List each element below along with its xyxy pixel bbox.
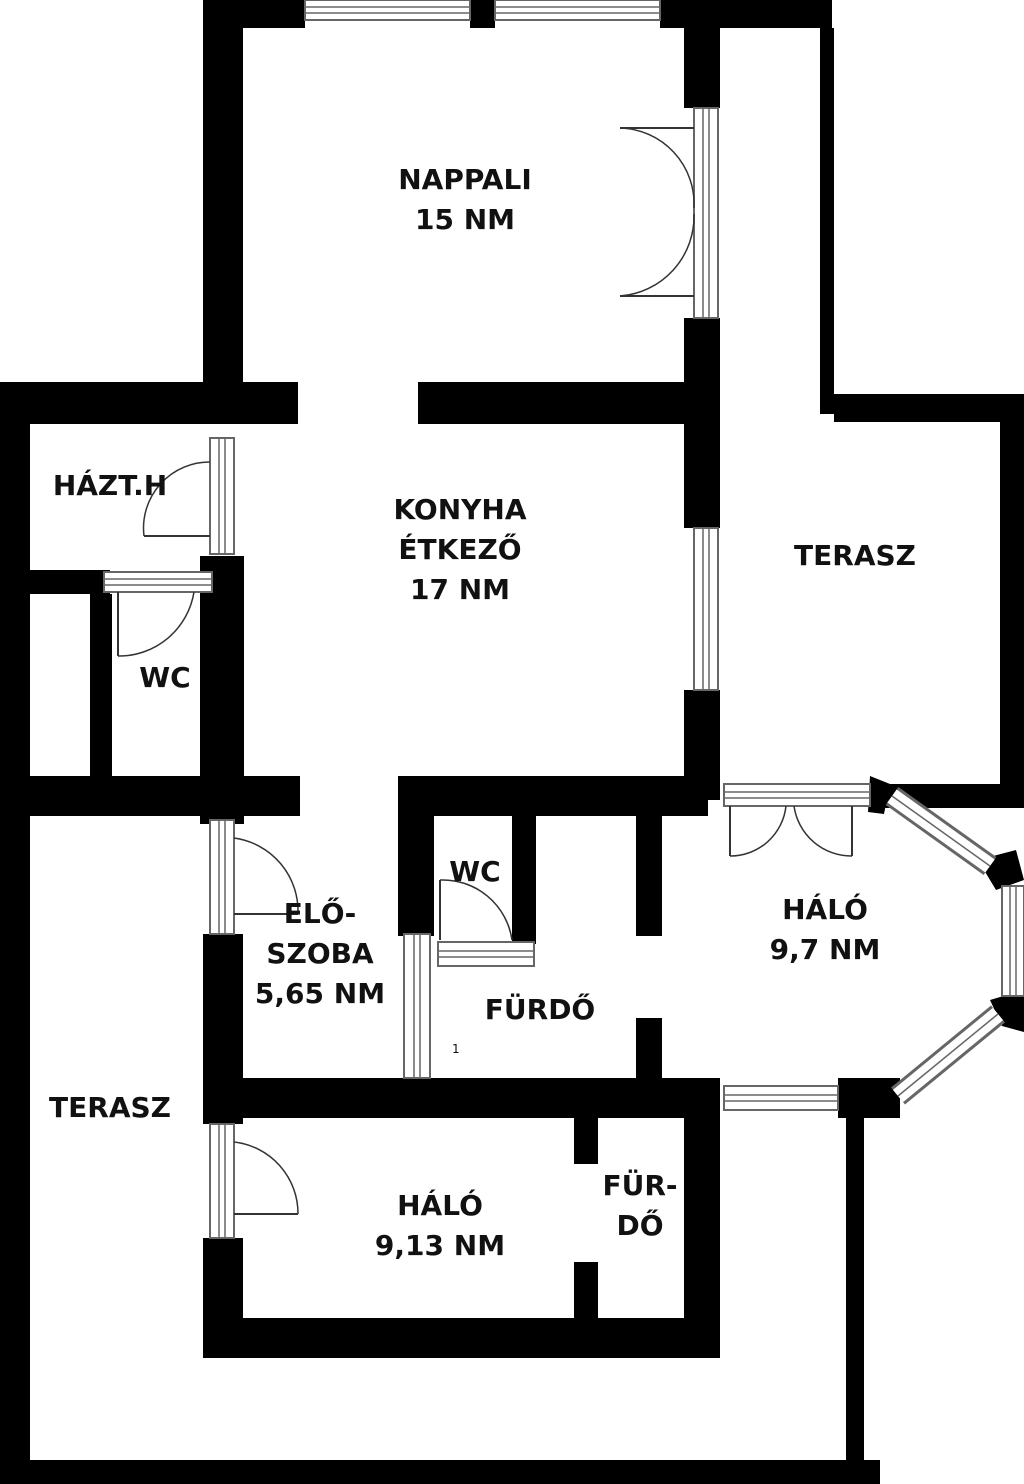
room-eloszoba-name-1: ELŐ- (283, 897, 357, 930)
wall-segment (470, 0, 495, 28)
wall-segment (684, 424, 720, 528)
room-halo-right-label: HÁLÓ 9,7 NM (740, 890, 910, 970)
window (693, 527, 719, 691)
wall-segment (820, 28, 834, 414)
room-wc-left-name: WC (139, 661, 191, 694)
wall-segment (868, 776, 890, 814)
wall-segment (684, 1078, 720, 1358)
plan-marker: 1 (452, 1042, 460, 1056)
bay-window-line (897, 1013, 999, 1097)
room-terasz-left-name: TERASZ (49, 1091, 171, 1124)
door-swing-arc (439, 879, 513, 941)
room-halo-right-area: 9,7 NM (769, 933, 881, 966)
window (437, 941, 535, 967)
room-terasz-left-label: TERASZ (20, 1088, 200, 1128)
wall-segment (574, 1118, 598, 1164)
room-eloszoba-name-2: SZOBA (266, 937, 374, 970)
door-swing-arc (729, 805, 787, 857)
wall-segment (90, 594, 112, 794)
window (103, 571, 213, 593)
room-konyha-label: KONYHA ÉTKEZŐ 17 NM (360, 490, 560, 610)
wall-segment (0, 382, 298, 424)
room-halo-bottom-name: HÁLÓ (397, 1189, 483, 1222)
room-konyha-area: 17 NM (409, 573, 510, 606)
room-haztartasi-name: HÁZT.H (52, 469, 168, 502)
wall-segment (834, 394, 1024, 422)
room-furdo-small-name-2: DŐ (616, 1209, 664, 1242)
room-wc-left-label: WC (120, 658, 210, 698)
wall-segment (30, 570, 110, 594)
wall-segment (30, 776, 300, 816)
windows (103, 0, 1024, 1239)
room-furdo-small-label: FÜR- DŐ (590, 1166, 690, 1246)
wall-segment (846, 1118, 864, 1484)
wall-segment (418, 382, 720, 424)
room-nappali-label: NAPPALI 15 NM (365, 160, 565, 240)
doors (117, 127, 853, 1215)
room-wc-middle-name: WC (449, 855, 501, 888)
window (723, 1085, 839, 1111)
room-halo-bottom-area: 9,13 NM (374, 1229, 506, 1262)
room-konyha-name-1: KONYHA (393, 493, 527, 526)
wall-segment (512, 816, 536, 944)
window (209, 437, 235, 555)
room-terasz-right-name: TERASZ (794, 539, 916, 572)
window (209, 819, 235, 935)
window (403, 933, 431, 1079)
room-halo-bottom-label: HÁLÓ 9,13 NM (355, 1186, 525, 1266)
room-eloszoba-area: 5,65 NM (254, 977, 386, 1010)
wall-segment (0, 382, 30, 1484)
room-furdo-small-name-1: FÜR- (602, 1169, 678, 1202)
window (304, 0, 471, 21)
room-wc-middle-label: WC (430, 852, 520, 892)
room-furdo-name: FÜRDŐ (484, 993, 596, 1026)
wall-segment (243, 0, 305, 28)
room-halo-right-name: HÁLÓ (782, 893, 868, 926)
door-swing-arc (142, 461, 211, 537)
door-swing-arc (233, 837, 299, 915)
wall-segment (636, 816, 662, 936)
door-swing-arc (793, 805, 853, 857)
door-swing-arc (619, 213, 695, 297)
wall-segment (660, 0, 720, 28)
window (494, 0, 661, 21)
wall-segment (203, 0, 243, 408)
wall-segment (398, 816, 434, 936)
wall-segment (0, 1460, 880, 1484)
window (209, 1123, 235, 1239)
wall-segment (458, 776, 708, 816)
room-konyha-name-2: ÉTKEZŐ (398, 533, 522, 566)
room-nappali-area: 15 NM (414, 203, 515, 236)
room-eloszoba-label: ELŐ- SZOBA 5,65 NM (240, 894, 400, 1014)
window (693, 107, 719, 319)
door-swing-arc (117, 591, 195, 657)
bay-window-line (891, 795, 991, 867)
wall-segment (684, 28, 720, 108)
wall-segment (203, 1318, 720, 1358)
room-terasz-right-label: TERASZ (760, 536, 950, 576)
wall-segment (1000, 394, 1024, 804)
window (723, 783, 871, 807)
door-swing-arc (233, 1141, 299, 1215)
room-furdo-label: FÜRDŐ (460, 990, 620, 1030)
wall-segment (398, 776, 458, 816)
wall-segment (203, 1078, 720, 1118)
room-haztartasi-label: HÁZT.H (30, 466, 190, 506)
window (1001, 885, 1024, 997)
wall-segment (720, 0, 832, 28)
door-swing-arc (619, 127, 695, 209)
wall-segment (990, 990, 1024, 1032)
room-nappali-name: NAPPALI (398, 163, 532, 196)
